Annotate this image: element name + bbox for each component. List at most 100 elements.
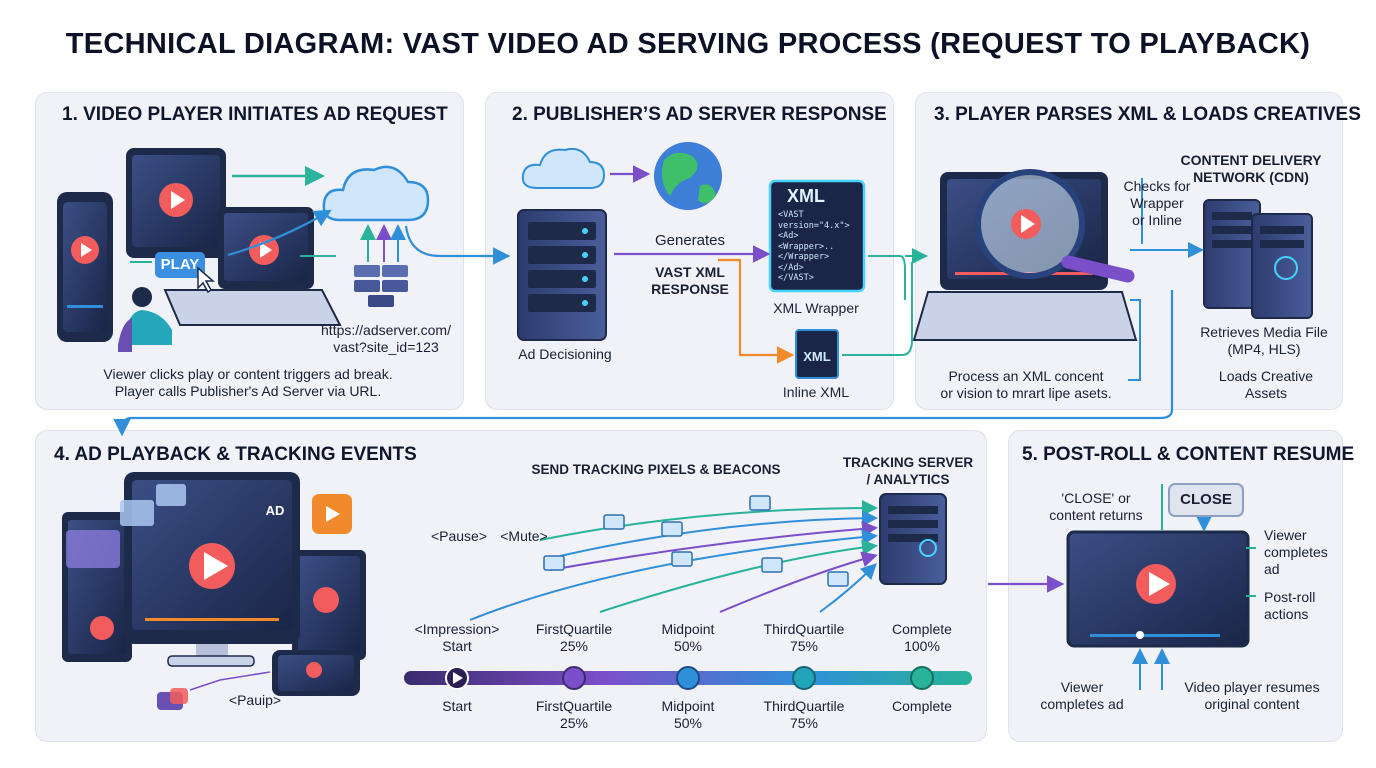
tracking-line-1: TRACKING SERVER — [842, 455, 974, 470]
event-sub: 100% — [904, 638, 940, 654]
viewer-line-2: completes — [1264, 544, 1328, 560]
event-name: Midpoint — [661, 698, 715, 714]
retrieves-line-2: (MP4, HLS) — [1227, 341, 1301, 357]
bottom-left-line-1: Viewer — [1060, 679, 1104, 695]
close-line-1: 'CLOSE' or — [1061, 490, 1131, 506]
viewer-line-3: ad — [1264, 561, 1280, 577]
checks-line-3: or Inline — [1132, 212, 1182, 228]
event-name: <Impression> — [414, 621, 500, 637]
event-sub: 75% — [789, 715, 819, 731]
xml-code-line: <VAST — [778, 210, 804, 220]
loads-label: Loads Creative Assets — [1196, 368, 1336, 402]
panel5-title: 5. POST-ROLL & CONTENT RESUME — [1022, 444, 1355, 465]
event-name: ThirdQuartile — [763, 698, 845, 714]
cdn-line-1: CONTENT DELIVERY — [1180, 152, 1322, 168]
progress-timeline — [404, 666, 972, 690]
tag-icon — [157, 688, 188, 710]
mute-tag: <Mute> — [500, 528, 548, 544]
loads-line-2: Assets — [1244, 385, 1287, 401]
tracking-server-label: TRACKING SERVER / ANALYTICS — [836, 454, 980, 488]
globe-icon — [654, 142, 722, 210]
xml-code-line: <Wrapper>.. — [778, 241, 835, 252]
send-tracking-label: SEND TRACKING PIXELS & BEACONS — [531, 462, 781, 477]
event-name: Start — [442, 698, 472, 714]
event-sub: 75% — [789, 638, 819, 654]
checks-line-1: Checks for — [1123, 178, 1191, 194]
event-label-top: FirstQuartile 25% — [514, 621, 634, 655]
monitor-device-icon — [126, 148, 226, 258]
small-cloud-icon — [521, 147, 606, 189]
event-label-top: ThirdQuartile 75% — [744, 621, 864, 655]
close-button[interactable]: CLOSE — [1168, 483, 1244, 517]
event-name: FirstQuartile — [535, 698, 613, 714]
side-screen-icon — [292, 550, 366, 660]
event-label-top: Complete 100% — [862, 621, 982, 655]
xml-heading: XML — [787, 186, 825, 206]
event-label-bottom: ThirdQuartile 75% — [744, 698, 864, 732]
event-sub: Start — [442, 638, 472, 654]
event-name: Complete — [892, 698, 952, 714]
event-name: ThirdQuartile — [763, 621, 845, 637]
xml-wrapper-label: XML Wrapper — [773, 300, 859, 316]
cdn-label: CONTENT DELIVERY NETWORK (CDN) — [1176, 152, 1326, 186]
retrieves-line-1: Retrieves Media File — [1200, 324, 1328, 340]
event-label-bottom: Midpoint 50% — [628, 698, 748, 732]
event-sub: 50% — [673, 638, 703, 654]
viewer-person-icon — [118, 287, 172, 352]
pause-tag: <Pause> — [430, 528, 488, 544]
vast-line-1: VAST XML — [655, 264, 725, 280]
envelope-icon — [543, 495, 849, 587]
xml-inline-file-icon — [795, 329, 839, 379]
cloud-icon — [322, 165, 430, 222]
checks-line-2: Wrapper — [1130, 195, 1184, 211]
play-button-label: PLAY — [160, 256, 200, 273]
laptop-device-icon — [163, 207, 342, 326]
viewer-completes-label: Viewer completes ad — [1264, 527, 1340, 578]
magnifying-glass-icon — [975, 169, 1135, 283]
beacon-paths — [469, 500, 878, 621]
page-title: TECHNICAL DIAGRAM: VAST VIDEO AD SERVING… — [65, 28, 1311, 60]
process-line-2: or vision to mrart lipe asets. — [940, 385, 1112, 401]
viewer-completes-ad-label: Viewer completes ad — [1022, 679, 1142, 713]
postroll-line-2: actions — [1264, 606, 1309, 622]
xml-code-line: version="4.x"> — [778, 220, 850, 231]
panel1-caption: Viewer clicks play or content triggers a… — [50, 366, 446, 400]
mobile-device-icon — [272, 650, 360, 696]
panel1-title: 1. VIDEO PLAYER INITIATES AD REQUEST — [62, 104, 448, 125]
bottom-right-line-2: original content — [1204, 696, 1300, 712]
vast-line-2: RESPONSE — [651, 281, 729, 297]
cdn-line-2: NETWORK (CDN) — [1193, 169, 1309, 185]
ad-server-stack-icon — [354, 265, 408, 307]
process-label: Process an XML concent or vision to mrar… — [920, 368, 1132, 402]
floating-cards-icon — [66, 484, 352, 568]
generates-label: Generates — [654, 232, 726, 249]
request-url: https://adserver.com/ vast?site_id=123 — [306, 322, 466, 356]
checks-label: Checks for Wrapper or Inline — [1112, 178, 1202, 229]
postroll-line-1: Post-roll — [1264, 589, 1316, 605]
caption-line-1: Viewer clicks play or content triggers a… — [103, 366, 393, 382]
ad-badge: AD — [265, 503, 285, 518]
tracking-line-2: / ANALYTICS — [866, 472, 950, 487]
phone-device-icon — [57, 192, 113, 342]
cursor-hand-icon — [197, 266, 216, 294]
url-line-1: https://adserver.com/ — [321, 322, 451, 338]
post-roll-player-icon — [1066, 530, 1250, 648]
cdn-servers-icon — [1203, 199, 1313, 319]
event-sub: 50% — [673, 715, 703, 731]
loads-line-1: Loads Creative — [1218, 368, 1314, 384]
xml-code: <VAST version="4.x"> <Ad> <Wrapper>.. </… — [778, 210, 862, 284]
bottom-right-line-1: Video player resumes — [1184, 679, 1320, 695]
close-line-2: content returns — [1049, 507, 1143, 523]
url-line-2: vast?site_id=123 — [333, 339, 439, 355]
event-label-top: Midpoint 50% — [628, 621, 748, 655]
tracking-server-icon — [879, 493, 947, 585]
panel3-title: 3. PLAYER PARSES XML & LOADS CREATIVES — [934, 104, 1361, 125]
event-label-bottom: FirstQuartile 25% — [514, 698, 634, 732]
event-name: Complete — [892, 621, 952, 637]
event-sub: 25% — [559, 638, 589, 654]
xml-code-line: <Ad> — [778, 231, 799, 241]
resumes-content-label: Video player resumes original content — [1168, 679, 1336, 713]
process-line-1: Process an XML concent — [948, 368, 1104, 384]
pauip-tag: <Pauip> — [228, 692, 282, 708]
